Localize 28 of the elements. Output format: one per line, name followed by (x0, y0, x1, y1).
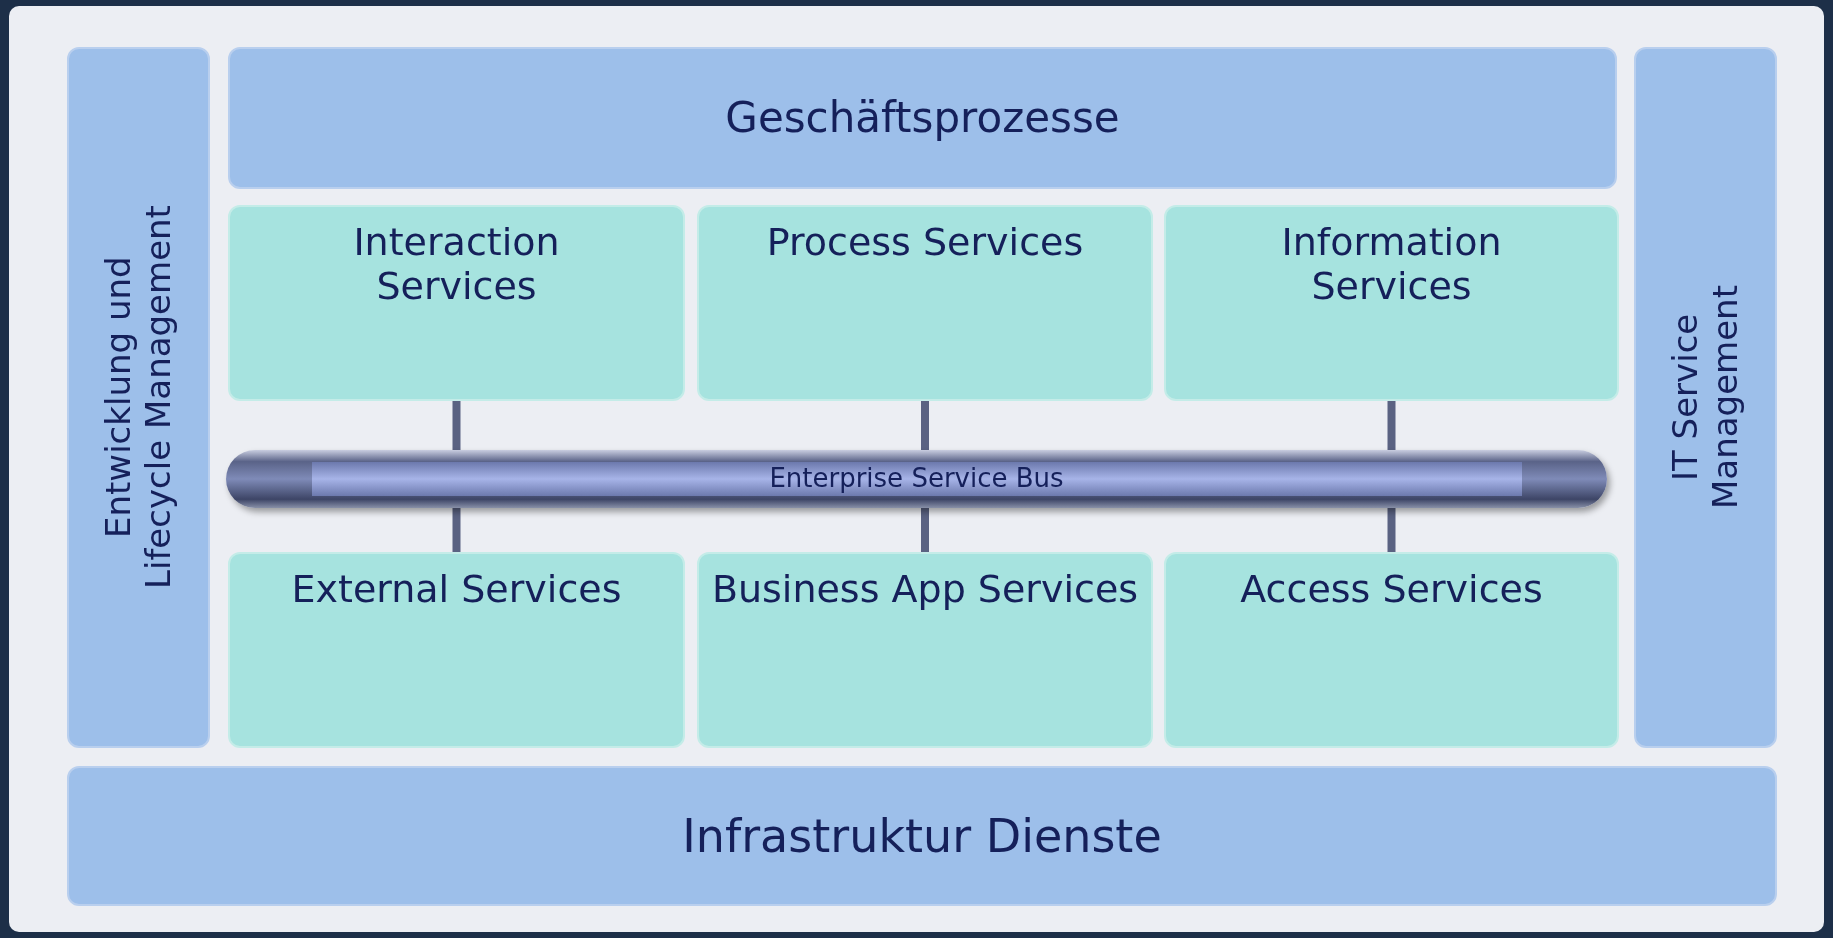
node-label: Process Services (766, 221, 1084, 265)
service-box (228, 552, 685, 748)
connector-line (921, 401, 929, 450)
service-box (1164, 552, 1619, 748)
node-label: Infrastruktur Dienste (682, 809, 1162, 863)
node-label: Access Services (1240, 568, 1543, 612)
node-label: Geschäftsprozesse (725, 93, 1120, 143)
node-label: Interaction Services (352, 221, 561, 309)
service-box (1164, 205, 1619, 401)
node-label: Entwicklung und Lifecycle Management (99, 204, 178, 592)
service-box (697, 552, 1153, 748)
side-column (67, 47, 210, 748)
connector-line (1387, 508, 1396, 552)
side-column (1634, 47, 1777, 748)
node-label: External Services (291, 568, 622, 612)
node-label: Business App Services (711, 568, 1139, 612)
service-box (697, 205, 1153, 401)
node-label: IT Service Management (1666, 284, 1745, 512)
connector-line (452, 508, 461, 552)
connector-line (921, 508, 929, 552)
connector-line (1387, 401, 1396, 450)
layer-bar (228, 47, 1617, 189)
node-label: Information Services (1280, 221, 1503, 309)
bus-cylinder (226, 450, 1607, 508)
connector-line (452, 401, 461, 450)
layer-bar (67, 766, 1777, 906)
node-label: Enterprise Service Bus (311, 462, 1522, 496)
service-box (228, 205, 685, 401)
